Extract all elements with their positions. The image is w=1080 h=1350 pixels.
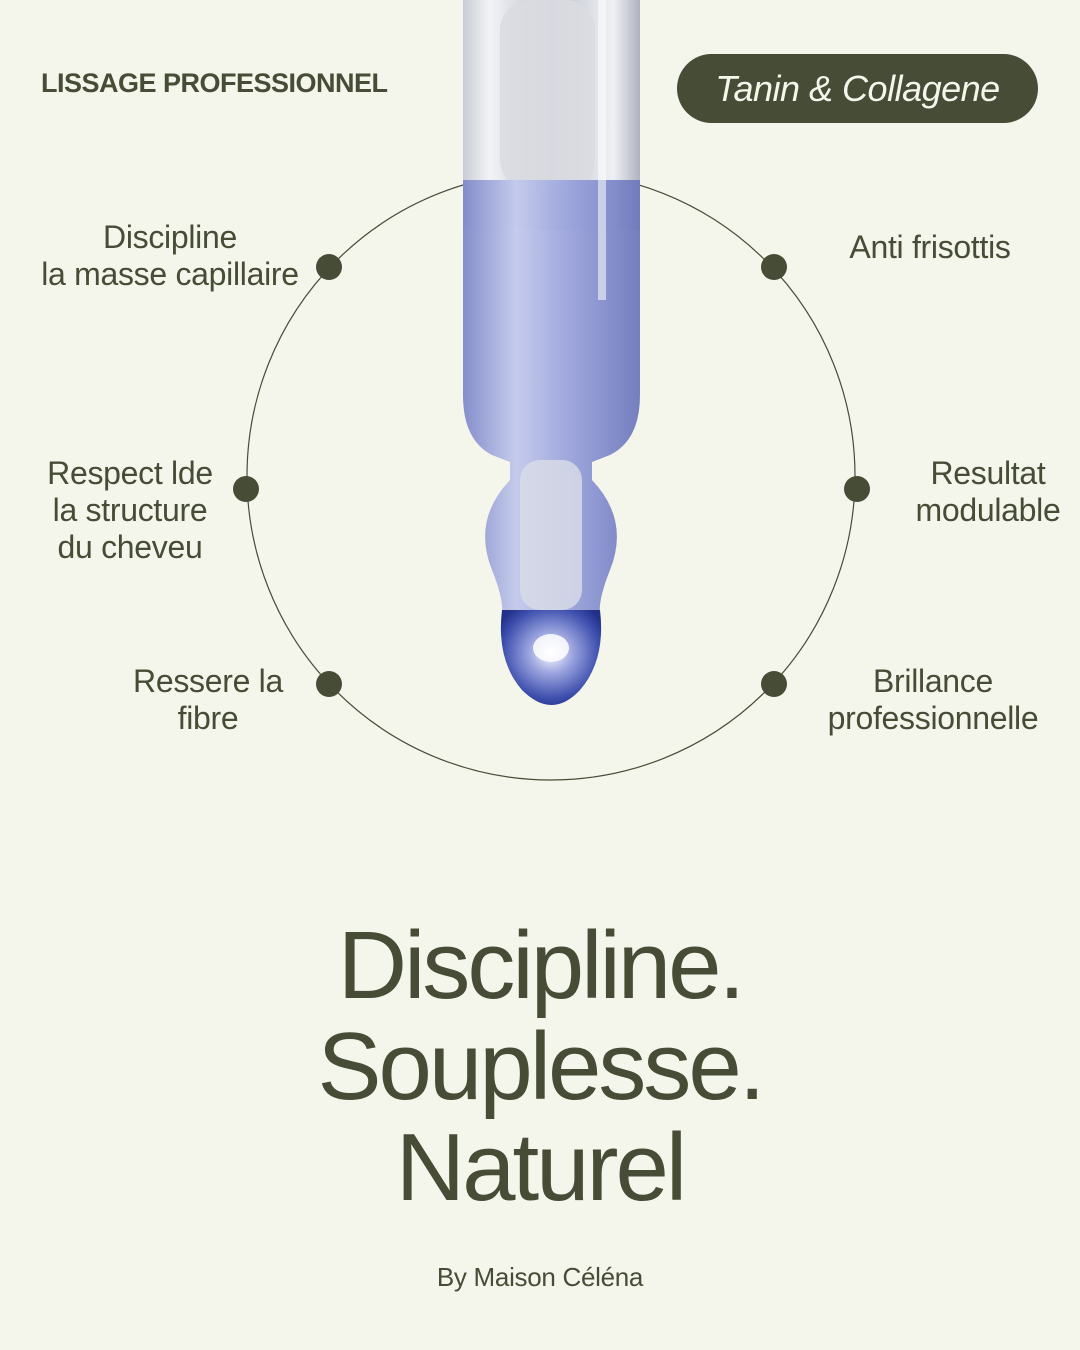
bullet-dot-icon [761, 254, 787, 280]
benefit-line: Discipline [103, 219, 237, 255]
benefit-line: la structure [52, 492, 208, 528]
serum-dropper-image [463, 0, 640, 705]
benefit-line: Ressere la [133, 663, 283, 699]
benefit-line: fibre [177, 700, 239, 736]
bullet-markers [233, 254, 870, 697]
benefit-left-bottom: Ressere la fibre [118, 663, 298, 737]
benefit-right-middle: Resultat modulable [902, 455, 1074, 529]
bullet-dot-icon [233, 476, 259, 502]
bullet-dot-icon [316, 671, 342, 697]
bullet-dot-icon [316, 254, 342, 280]
benefit-right-top: Anti frisottis [820, 229, 1040, 266]
benefit-left-top: Discipline la masse capillaire [30, 219, 310, 293]
benefit-line: Brillance [872, 663, 994, 699]
ingredient-pill: Tanin & Collagene [677, 54, 1038, 123]
benefit-line: Respect lde [47, 455, 213, 491]
ingredient-pill-label: Tanin & Collagene [715, 67, 1000, 109]
headline-line: Souplesse. [317, 1013, 766, 1120]
benefit-line: Resultat [930, 455, 1046, 491]
benefit-line: du cheveu [57, 529, 203, 565]
benefit-line: Anti frisottis [849, 229, 1011, 265]
benefit-left-middle: Respect lde la structure du cheveu [20, 455, 240, 566]
benefit-line: la masse capillaire [41, 256, 299, 292]
benefit-line: professionnelle [827, 700, 1039, 736]
headline-line: Naturel [395, 1114, 687, 1221]
benefit-right-bottom: Brillance professionnelle [810, 663, 1056, 737]
headline-line: Discipline. [337, 912, 745, 1019]
bullet-dot-icon [844, 476, 870, 502]
headline: Discipline. Souplesse. Naturel [0, 915, 1080, 1218]
benefit-line: modulable [915, 492, 1061, 528]
brand-byline: By Maison Céléna [436, 1262, 644, 1292]
eyebrow-title: LISSAGE PROFESSIONNEL [41, 68, 388, 98]
bullet-dot-icon [761, 671, 787, 697]
